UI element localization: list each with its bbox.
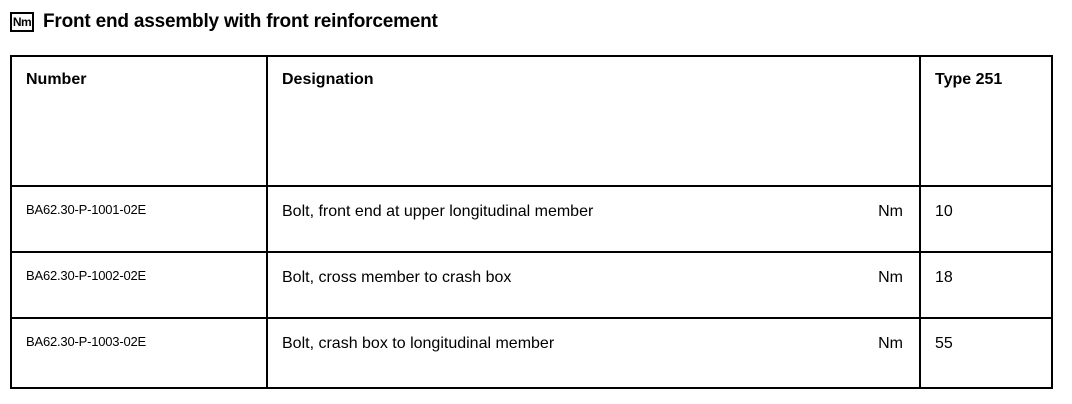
cell-number: BA62.30-P-1003-02E bbox=[10, 317, 268, 389]
part-number-value: BA62.30-P-1003-02E bbox=[26, 334, 146, 349]
unit-label: Nm bbox=[878, 335, 903, 352]
designation-value: Bolt, crash box to longitudinal member bbox=[282, 335, 555, 352]
part-number-value: BA62.30-P-1002-02E bbox=[26, 268, 146, 283]
table-row: BA62.30-P-1002-02E Bolt, cross member to… bbox=[10, 251, 1053, 319]
table-row: BA62.30-P-1003-02E Bolt, crash box to lo… bbox=[10, 317, 1053, 389]
part-number-value: BA62.30-P-1001-02E bbox=[26, 202, 146, 217]
cell-number: BA62.30-P-1002-02E bbox=[10, 251, 268, 319]
column-header-type: Type 251 bbox=[919, 55, 1053, 187]
torque-specification-table: Number Designation Type 251 BA62.30-P-10… bbox=[10, 55, 1053, 389]
column-header-type-label: Type 251 bbox=[935, 71, 1003, 88]
unit-label: Nm bbox=[878, 203, 903, 220]
column-header-number: Number bbox=[10, 55, 268, 187]
torque-value: 18 bbox=[935, 269, 953, 286]
cell-type-value: 55 bbox=[919, 317, 1053, 389]
cell-designation: Bolt, front end at upper longitudinal me… bbox=[266, 185, 921, 253]
designation-value: Bolt, cross member to crash box bbox=[282, 269, 512, 286]
unit-label: Nm bbox=[878, 269, 903, 286]
column-header-designation: Designation bbox=[266, 55, 921, 187]
table-header-row: Number Designation Type 251 bbox=[10, 55, 1053, 187]
cell-designation: Bolt, crash box to longitudinal member N… bbox=[266, 317, 921, 389]
cell-designation: Bolt, cross member to crash box Nm bbox=[266, 251, 921, 319]
cell-type-value: 18 bbox=[919, 251, 1053, 319]
designation-value: Bolt, front end at upper longitudinal me… bbox=[282, 203, 594, 220]
torque-value: 55 bbox=[935, 335, 953, 352]
document-title-row: Nm Front end assembly with front reinfor… bbox=[10, 8, 438, 36]
nm-unit-icon: Nm bbox=[10, 12, 34, 32]
cell-type-value: 10 bbox=[919, 185, 1053, 253]
torque-value: 10 bbox=[935, 203, 953, 220]
page-title: Front end assembly with front reinforcem… bbox=[43, 11, 438, 32]
column-header-designation-label: Designation bbox=[282, 71, 374, 88]
column-header-number-label: Number bbox=[26, 71, 87, 88]
cell-number: BA62.30-P-1001-02E bbox=[10, 185, 268, 253]
table-row: BA62.30-P-1001-02E Bolt, front end at up… bbox=[10, 185, 1053, 253]
